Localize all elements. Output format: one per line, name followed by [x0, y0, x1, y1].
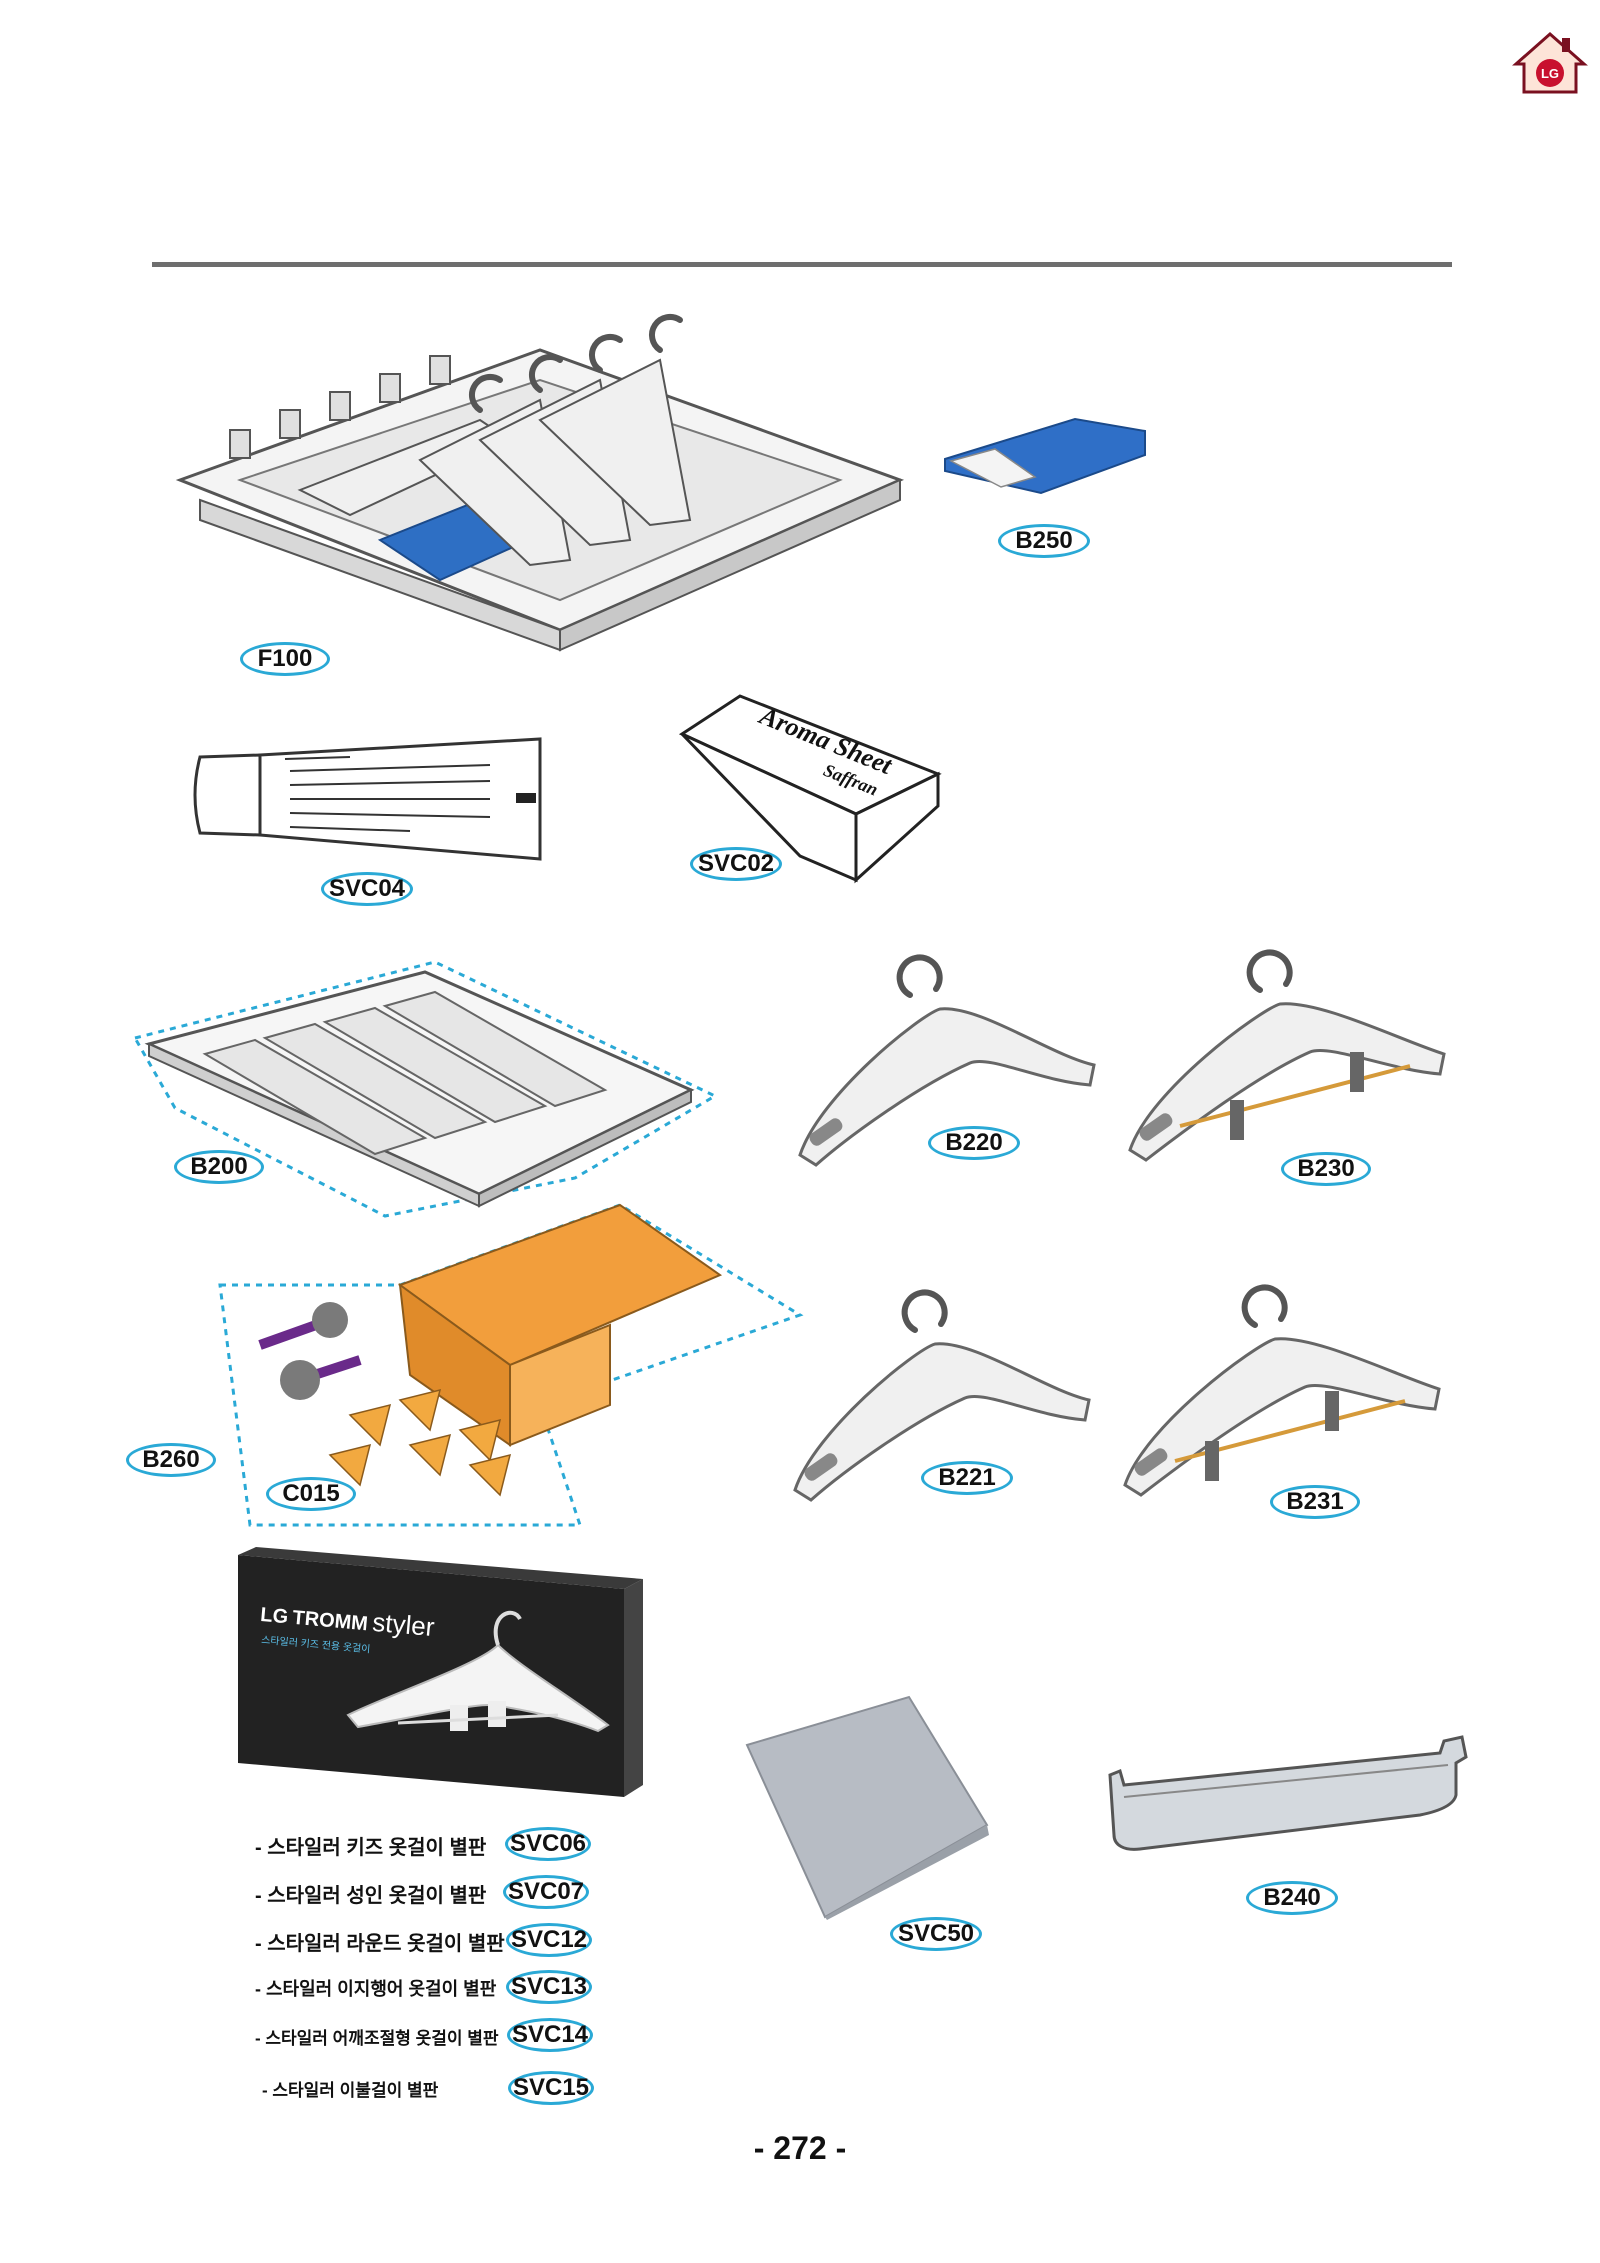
callout-b240: B240: [1246, 1881, 1338, 1915]
callout-svc04: SVC04: [321, 872, 413, 906]
lg-home-icon[interactable]: LG: [1510, 28, 1590, 98]
legend-row: - 스타일러 라운드 옷걸이 별판: [255, 1919, 505, 1963]
brand-tromm: TROMM: [291, 1606, 369, 1636]
legend-text: - 스타일러 라운드 옷걸이 별판: [255, 1932, 505, 1955]
legend-row: - 스타일러 이지행어 옷걸이 별판: [255, 1966, 496, 2010]
callout-b221: B221: [921, 1461, 1013, 1495]
tray-assembly-illustration: [175, 313, 905, 652]
product-box-illustration: [238, 1547, 643, 1797]
hanger-b231-illustration: [1123, 1284, 1441, 1497]
base-plate-illustration: [132, 960, 719, 1218]
svc50-panel-illustration: [745, 1695, 989, 1920]
legend-row: - 스타일러 키즈 옷걸이 별판: [255, 1823, 486, 1867]
legend-text: - 스타일러 이지행어 옷걸이 별판: [255, 1979, 497, 1999]
callout-svc13: SVC13: [506, 1970, 592, 2004]
callout-svc14: SVC14: [507, 2018, 593, 2052]
callout-b230: B230: [1281, 1152, 1371, 1186]
aroma-sheet-box-illustration: Aroma Sheet Saffran: [678, 694, 942, 884]
legend-row: - 스타일러 이불걸이 별판: [262, 2066, 438, 2110]
callout-f100: F100: [240, 642, 330, 676]
callout-b220: B220: [928, 1126, 1020, 1160]
callout-svc12: SVC12: [506, 1923, 592, 1957]
callout-svc15: SVC15: [508, 2071, 594, 2105]
parts-kit-illustration: [218, 1203, 804, 1527]
callout-b260: B260: [126, 1443, 216, 1477]
callout-c015: C015: [266, 1477, 356, 1511]
aroma-sheet-pad-illustration: [944, 417, 1146, 495]
header-rule: [152, 262, 1452, 267]
legend-text: - 스타일러 어깨조절형 옷걸이 별판: [255, 2028, 499, 2048]
callout-svc02: SVC02: [690, 847, 782, 881]
legend-text: - 스타일러 키즈 옷걸이 별판: [255, 1836, 487, 1859]
callout-svc50: SVC50: [890, 1917, 982, 1951]
hanger-b230-illustration: [1128, 949, 1446, 1162]
hanger-b220-illustration: [798, 954, 1096, 1167]
callout-svc06: SVC06: [505, 1827, 591, 1861]
page-number: - 272 -: [753, 2130, 847, 2166]
legend-text: - 스타일러 성인 옷걸이 별판: [255, 1884, 487, 1907]
callout-b231: B231: [1270, 1485, 1360, 1519]
hanger-b221-illustration: [793, 1289, 1091, 1502]
legend-row: - 스타일러 성인 옷걸이 별판: [255, 1871, 486, 1915]
svg-text:LG: LG: [1541, 66, 1559, 81]
legend-row: - 스타일러 어깨조절형 옷걸이 별판: [255, 2014, 499, 2058]
tube-illustration: [193, 737, 542, 861]
shelf-b240-illustration: [1108, 1735, 1468, 1851]
legend-text: - 스타일러 이불걸이 별판: [262, 2080, 439, 2100]
brand-lg: LG: [259, 1603, 290, 1629]
callout-b200: B200: [174, 1150, 264, 1184]
brand-styler: styler: [371, 1606, 436, 1643]
callout-svc07: SVC07: [503, 1875, 589, 1909]
callout-b250: B250: [998, 524, 1090, 558]
